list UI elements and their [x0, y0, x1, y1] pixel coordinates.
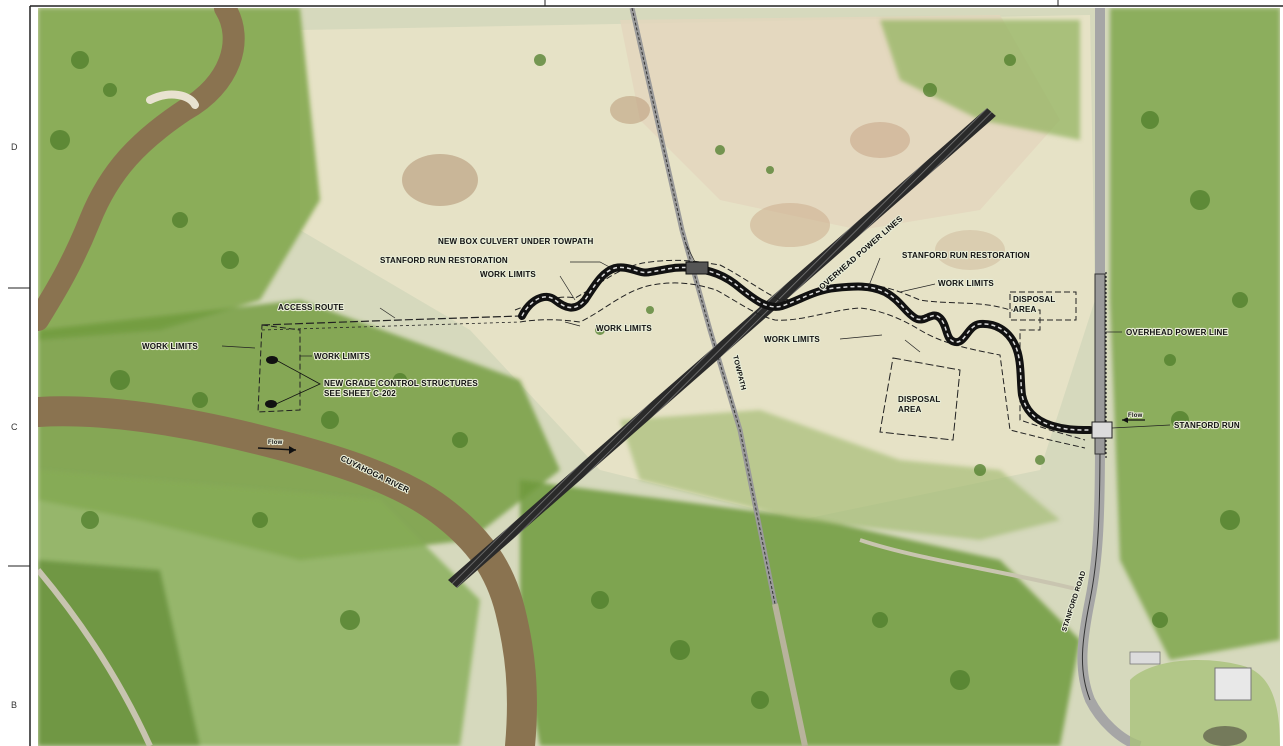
- trail-south: [859, 538, 1081, 592]
- flow-arrow-river: [257, 446, 297, 454]
- trail-southwest: [38, 568, 153, 746]
- label-disposal-area-lower-1: DISPOSAL: [898, 395, 941, 404]
- label-work-limits-right: WORK LIMITS: [938, 279, 994, 288]
- stanford-run-centerline: [521, 266, 1091, 431]
- towpath-centerline: [631, 8, 776, 605]
- bare-patch-3: [850, 122, 910, 158]
- shed-structure: [1129, 651, 1161, 665]
- house-structure: [1214, 667, 1252, 701]
- grade-control-structure-1: [266, 356, 278, 364]
- pond: [1203, 726, 1247, 746]
- stanford-road-work-segment: [1094, 273, 1106, 455]
- label-disposal-area-upper-2: AREA: [1013, 305, 1036, 314]
- grade-control-leaders: [275, 359, 321, 405]
- label-access-route: ACCESS ROUTE: [278, 303, 344, 312]
- grade-control-structure-2: [265, 400, 277, 408]
- label-new-grade-control-2: SEE SHEET C-202: [324, 389, 396, 398]
- towpath-south: [772, 603, 808, 746]
- label-work-limits-lower-middle: WORK LIMITS: [596, 324, 652, 333]
- label-stanford-run-restoration-left: STANFORD RUN RESTORATION: [380, 256, 508, 265]
- aerial-imagery: NEW BOX CULVERT UNDER TOWPATH STANFORD R…: [38, 8, 1280, 746]
- tree-clumps: [50, 51, 1248, 709]
- label-disposal-area-lower-2: AREA: [898, 405, 921, 414]
- disposal-area-lower: [879, 357, 961, 441]
- label-disposal-area-upper-1: DISPOSAL: [1013, 295, 1056, 304]
- label-work-limits-far-left: WORK LIMITS: [142, 342, 198, 351]
- river-north-reach: [38, 8, 245, 331]
- bare-patch-2: [750, 203, 830, 247]
- grid-letter-d: D: [11, 142, 18, 152]
- label-flow-right: Flow: [1128, 413, 1143, 419]
- road-crossing: [1091, 421, 1113, 439]
- work-limits-lower-boundary: [519, 282, 1086, 449]
- overhead-power-lines: [448, 108, 996, 588]
- disposal-area-upper: [1009, 291, 1077, 321]
- label-new-grade-control-1: NEW GRADE CONTROL STRUCTURES: [324, 379, 478, 388]
- box-culvert: [685, 261, 709, 275]
- work-limits-grade-control: [257, 324, 301, 413]
- label-new-box-culvert: NEW BOX CULVERT UNDER TOWPATH: [438, 237, 593, 246]
- grid-letter-c: C: [11, 422, 18, 432]
- access-route-edge: [261, 321, 521, 331]
- label-stanford-run: STANFORD RUN: [1174, 421, 1240, 430]
- grid-letter-b: B: [11, 700, 17, 710]
- label-flow-river: Flow: [268, 440, 283, 446]
- label-work-limits-grade: WORK LIMITS: [314, 352, 370, 361]
- label-stanford-run-restoration-right: STANFORD RUN RESTORATION: [902, 251, 1030, 260]
- access-route-line: [261, 315, 521, 326]
- stanford-road-edge: [1081, 275, 1101, 701]
- bare-patch-4: [610, 96, 650, 124]
- label-work-limits-mid-right: WORK LIMITS: [764, 335, 820, 344]
- river-sandbar: [146, 90, 199, 109]
- flow-arrow-right: [1122, 417, 1145, 423]
- label-work-limits-upper-left: WORK LIMITS: [480, 270, 536, 279]
- river-south-reach: [38, 396, 537, 746]
- label-overhead-power-line-right: OVERHEAD POWER LINE: [1126, 328, 1228, 337]
- bare-patch-1: [402, 154, 478, 206]
- bare-patch-5: [935, 230, 1005, 270]
- leader-lines: [221, 243, 1171, 429]
